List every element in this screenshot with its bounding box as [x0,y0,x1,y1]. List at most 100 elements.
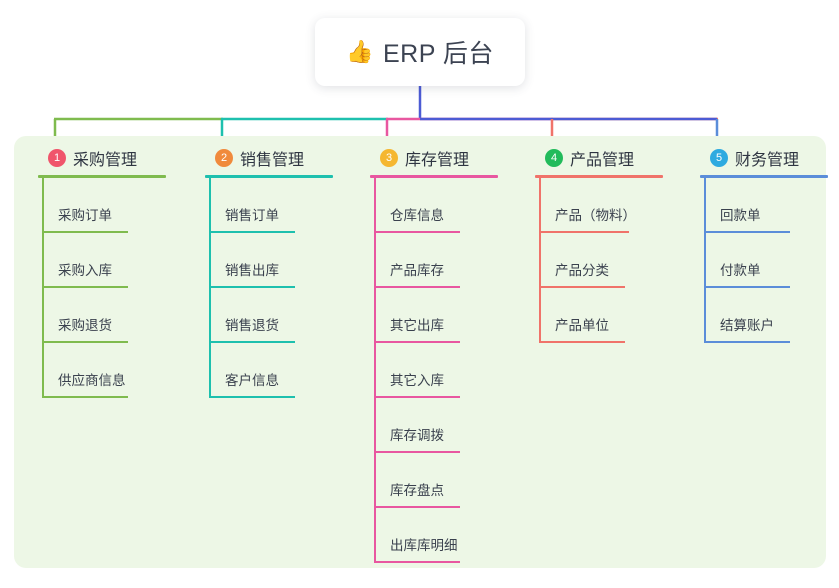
branch-item-underline [704,341,790,343]
root-node[interactable]: 👍 ERP 后台 [315,18,525,86]
branch-label: 采购管理 [73,152,138,169]
branch-column: 4 产品管理产品（物料） 产品分类产品单位 [521,146,671,343]
branch-item[interactable]: 销售退货 [191,288,341,343]
branch-item-label: 销售出库 [225,263,279,278]
branch-underline [205,175,333,178]
branch-item-underline [209,396,295,398]
branch-spine [374,178,376,563]
branch-item[interactable]: 结算账户 [686,288,836,343]
branch-item-underline [42,396,128,398]
branch-items: 产品（物料） 产品分类产品单位 [521,178,671,343]
branch-item-label: 其它出库 [390,318,444,333]
branch-item[interactable]: 采购退货 [24,288,174,343]
branch-item-underline [209,231,295,233]
branch-header[interactable]: 3 库存管理 [356,146,506,170]
branch-header[interactable]: 4 产品管理 [521,146,671,170]
branch-item-underline [374,286,460,288]
branch-column: 1 采购管理采购订单采购入库采购退货供应商信息 [24,146,174,398]
branch-item-label: 产品分类 [555,263,609,278]
branch-spine [209,178,211,398]
branch-item[interactable]: 采购入库 [24,233,174,288]
branch-item[interactable]: 供应商信息 [24,343,174,398]
branch-header[interactable]: 1 采购管理 [24,146,174,170]
branch-items: 销售订单销售出库销售退货客户信息 [191,178,341,398]
branch-item-label: 采购入库 [58,263,112,278]
branch-item-underline [374,396,460,398]
root-title: 👍 ERP 后台 [346,34,494,70]
branch-item[interactable]: 采购订单 [24,178,174,233]
branch-label: 财务管理 [735,152,800,169]
branch-item-label: 结算账户 [720,318,774,333]
branch-item[interactable]: 库存盘点 [356,453,506,508]
branch-underline [535,175,663,178]
branch-item-underline [374,341,460,343]
branch-item[interactable]: 其它入库 [356,343,506,398]
branch-item-label: 库存调拨 [390,428,444,443]
branch-item-underline [704,231,790,233]
branch-column: 5 财务管理回款单付款单结算账户 [686,146,836,343]
branch-item-label: 客户信息 [225,373,279,388]
branch-item-label: 采购退货 [58,318,112,333]
branch-item[interactable]: 产品（物料） [521,178,671,233]
branch-item-label: 出库库明细 [390,538,458,553]
branch-item[interactable]: 产品分类 [521,233,671,288]
branch-underline [38,175,166,178]
branch-item-label: 回款单 [720,208,761,223]
branch-item[interactable]: 其它出库 [356,288,506,343]
branch-number-badge: 5 [710,149,728,167]
branch-item-underline [374,561,460,563]
branch-column: 3 库存管理仓库信息产品库存其它出库其它入库库存调拨库存盘点出库库明细 [356,146,506,563]
branch-item-label: 库存盘点 [390,483,444,498]
branches-panel [14,136,826,568]
branch-item-label: 供应商信息 [58,373,126,388]
branch-item[interactable]: 付款单 [686,233,836,288]
branch-column: 2 销售管理销售订单销售出库销售退货客户信息 [191,146,341,398]
branch-item-underline [42,286,128,288]
branch-items: 回款单付款单结算账户 [686,178,836,343]
root-title-text: ERP 后台 [383,40,494,68]
branch-item-underline [539,231,629,233]
branch-item-underline [704,286,790,288]
branch-number-badge: 1 [48,149,66,167]
branch-number-badge: 2 [215,149,233,167]
branch-item-underline [209,286,295,288]
branch-label: 销售管理 [240,152,305,169]
branch-item[interactable]: 仓库信息 [356,178,506,233]
branch-item[interactable]: 出库库明细 [356,508,506,563]
branch-spine [539,178,541,343]
branch-item-label: 销售订单 [225,208,279,223]
branch-underline [370,175,498,178]
branch-item-label: 产品（物料） [555,208,636,223]
branch-header[interactable]: 5 财务管理 [686,146,836,170]
branch-item-label: 付款单 [720,263,761,278]
branch-item[interactable]: 产品单位 [521,288,671,343]
branch-item-underline [42,341,128,343]
branch-item[interactable]: 回款单 [686,178,836,233]
branch-item-underline [209,341,295,343]
branch-item-label: 采购订单 [58,208,112,223]
branch-item-underline [374,506,460,508]
thumbs-up-icon: 👍 [346,39,374,64]
branch-label: 产品管理 [570,152,635,169]
branch-item[interactable]: 库存调拨 [356,398,506,453]
branch-item-underline [374,231,460,233]
branch-item-label: 产品单位 [555,318,609,333]
branch-spine [42,178,44,398]
branch-item-underline [42,231,128,233]
branch-item[interactable]: 销售出库 [191,233,341,288]
branch-item[interactable]: 销售订单 [191,178,341,233]
branch-number-badge: 3 [380,149,398,167]
branch-item-label: 销售退货 [225,318,279,333]
branch-item[interactable]: 产品库存 [356,233,506,288]
branch-item-label: 仓库信息 [390,208,444,223]
branch-underline [700,175,828,178]
branch-header[interactable]: 2 销售管理 [191,146,341,170]
branch-number-badge: 4 [545,149,563,167]
branch-item-label: 产品库存 [390,263,444,278]
branch-item-label: 其它入库 [390,373,444,388]
branch-label: 库存管理 [405,152,470,169]
branch-item[interactable]: 客户信息 [191,343,341,398]
branch-items: 采购订单采购入库采购退货供应商信息 [24,178,174,398]
branch-item-underline [539,286,625,288]
